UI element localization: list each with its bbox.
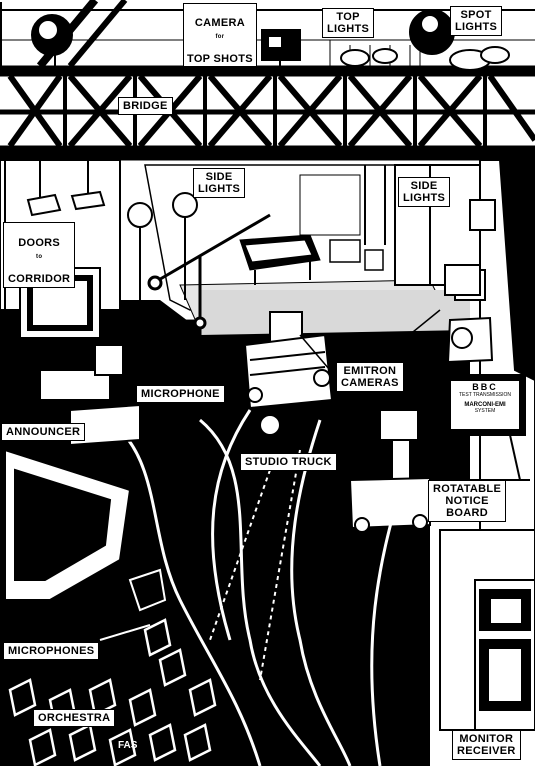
label-emitron-cameras: EMITRON CAMERAS: [336, 362, 404, 392]
label-studio-truck: STUDIO TRUCK: [240, 453, 337, 471]
notice-board-line1: BBC: [452, 382, 518, 392]
label-camera-top-shots: CAMERA for TOP SHOTS: [183, 3, 257, 67]
label-orchestra: ORCHESTRA: [33, 709, 115, 727]
label-camera-top-shots-line2: TOP SHOTS: [187, 53, 253, 65]
label-top-lights: TOP LIGHTS: [322, 8, 374, 38]
monitor-receiver-drawing: [440, 530, 535, 730]
notice-board-line4: SYSTEM: [452, 408, 518, 414]
label-microphone: MICROPHONE: [136, 385, 225, 403]
label-doors-to: to: [36, 254, 42, 260]
label-announcer: ANNOUNCER: [1, 423, 85, 441]
label-camera-top-shots-for: for: [215, 34, 224, 40]
label-microphones: MICROPHONES: [3, 642, 99, 660]
notice-board-line2: TEST TRANSMISSION: [452, 392, 518, 398]
label-spot-lights: SPOT LIGHTS: [450, 6, 502, 36]
label-monitor-receiver: MONITOR RECEIVER: [452, 730, 521, 760]
label-side-lights-left: SIDE LIGHTS: [193, 168, 245, 198]
artist-signature: FAS: [118, 740, 137, 751]
label-doors-line2: CORRIDOR: [8, 273, 70, 285]
label-rotatable-notice-board: ROTATABLE NOTICE BOARD: [428, 480, 506, 522]
label-doors-line1: DOORS: [18, 237, 60, 249]
label-doors-to-corridor: DOORS to CORRIDOR: [3, 222, 75, 288]
label-side-lights-right: SIDE LIGHTS: [398, 177, 450, 207]
label-camera-top-shots-line1: CAMERA: [195, 17, 245, 29]
label-bridge: BRIDGE: [118, 97, 173, 115]
notice-board-text: BBC TEST TRANSMISSION MARCONI-EMI SYSTEM: [452, 382, 518, 414]
